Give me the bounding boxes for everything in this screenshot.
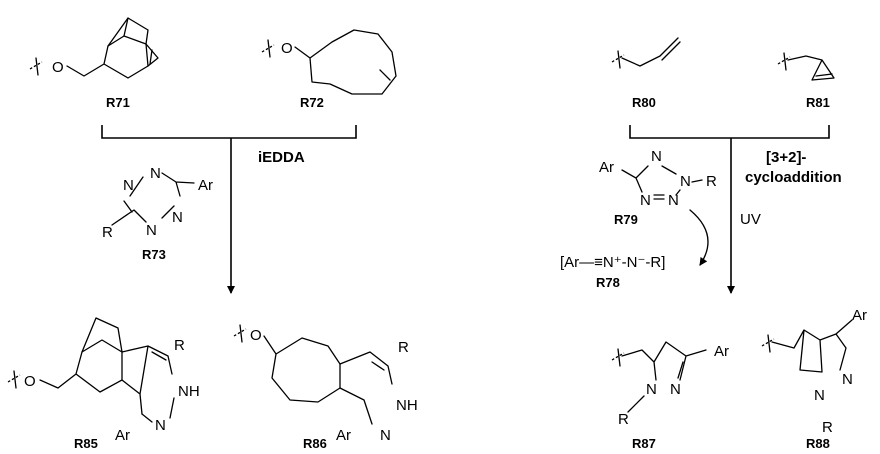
r79-n1: N (651, 148, 662, 165)
structure-r72: O (261, 29, 397, 95)
r87-n2: N (670, 381, 681, 398)
label-r80: R80 (632, 95, 656, 110)
r71-oxygen: O (52, 59, 64, 76)
r88-r: R (822, 419, 833, 436)
label-r73: R73 (142, 247, 166, 262)
structure-r85: O R NH N Ar (7, 317, 200, 444)
r73-n2: N (150, 165, 161, 182)
r87-ar: Ar (714, 343, 729, 360)
r88-n1: N (842, 371, 853, 388)
r85-n: N (155, 417, 166, 434)
r79-ar: Ar (599, 159, 614, 176)
structure-r79: Ar N N R N N (599, 148, 717, 209)
r86-oxygen: O (250, 327, 262, 344)
reaction-name-left: iEDDA (258, 149, 305, 166)
uv-curved-arrow (689, 209, 709, 266)
r79-n2: N (680, 173, 691, 190)
r79-n4: N (668, 192, 679, 209)
label-r81: R81 (806, 95, 830, 110)
r73-ar: Ar (198, 177, 213, 194)
label-r78: R78 (596, 275, 620, 290)
structure-r81 (777, 52, 835, 81)
r85-oxygen: O (24, 373, 36, 390)
r85-r: R (174, 337, 185, 354)
label-r71: R71 (106, 95, 130, 110)
structure-r86: O R NH N Ar (233, 324, 418, 444)
structure-r73: N N N N Ar R (102, 165, 213, 241)
structure-r87: N N Ar R (611, 341, 729, 428)
r85-nh: NH (178, 383, 200, 400)
r73-r: R (102, 224, 113, 241)
r86-r: R (398, 339, 409, 356)
r86-n: N (380, 427, 391, 444)
r88-ar: Ar (852, 307, 867, 324)
label-r79: R79 (614, 212, 638, 227)
label-r86: R86 (303, 436, 327, 451)
structure-r80 (611, 37, 681, 69)
r87-r: R (618, 411, 629, 428)
merge-bracket-right (629, 125, 830, 139)
r73-n1: N (123, 177, 134, 194)
r72-oxygen: O (281, 40, 293, 57)
r86-nh: NH (396, 397, 418, 414)
structure-r71: O (29, 17, 159, 79)
r85-ar: Ar (115, 427, 130, 444)
r73-n3: N (172, 209, 183, 226)
label-r87: R87 (632, 436, 656, 451)
r78-formula: [Ar—≡N⁺-N⁻-R] (560, 254, 665, 271)
r73-n4: N (146, 222, 157, 239)
r79-n3: N (640, 192, 651, 209)
reaction-name-right-2: cycloaddition (745, 169, 842, 186)
condition-uv: UV (740, 211, 761, 228)
label-r85: R85 (74, 436, 98, 451)
r88-n2: N (814, 387, 825, 404)
r86-ar: Ar (336, 427, 351, 444)
merge-bracket-left (101, 125, 357, 139)
r79-r: R (706, 173, 717, 190)
r87-n1: N (646, 381, 657, 398)
structure-r88: Ar N N R (761, 307, 867, 436)
reaction-name-right-1: [3+2]- (766, 149, 806, 166)
label-r72: R72 (300, 95, 324, 110)
label-r88: R88 (806, 436, 830, 451)
